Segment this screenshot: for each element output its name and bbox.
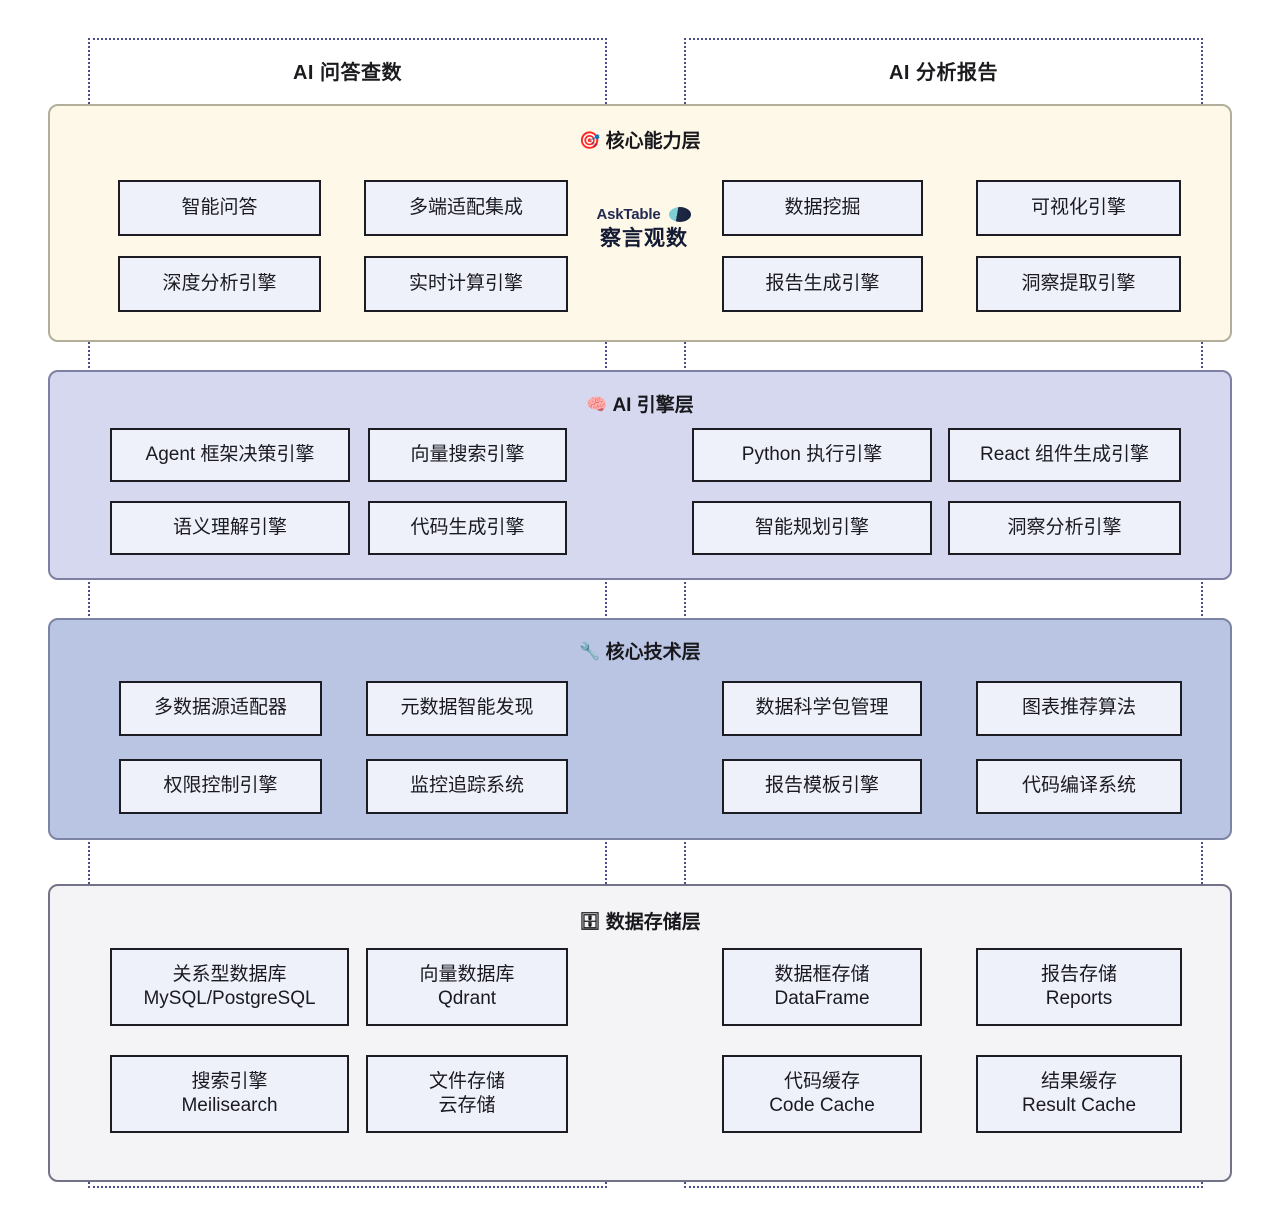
node-storage-left-4[interactable]: 文件存储 云存储 bbox=[366, 1055, 568, 1133]
node-capability-right-4[interactable]: 洞察提取引擎 bbox=[976, 256, 1181, 312]
node-engine-left-3[interactable]: 语义理解引擎 bbox=[110, 501, 350, 555]
node-storage-right-2[interactable]: 报告存储 Reports bbox=[976, 948, 1182, 1026]
node-technology-left-3[interactable]: 权限控制引擎 bbox=[119, 759, 322, 814]
node-technology-left-1[interactable]: 多数据源适配器 bbox=[119, 681, 322, 736]
wrench-icon: 🔧 bbox=[579, 642, 601, 661]
node-technology-right-3[interactable]: 报告模板引擎 bbox=[722, 759, 922, 814]
node-storage-right-3[interactable]: 代码缓存 Code Cache bbox=[722, 1055, 922, 1133]
node-storage-right-4[interactable]: 结果缓存 Result Cache bbox=[976, 1055, 1182, 1133]
file-cabinet-icon: 🗄 bbox=[579, 912, 601, 931]
node-engine-right-3[interactable]: 智能规划引擎 bbox=[692, 501, 932, 555]
node-storage-right-1[interactable]: 数据框存储 DataFrame bbox=[722, 948, 922, 1026]
node-technology-right-1[interactable]: 数据科学包管理 bbox=[722, 681, 922, 736]
node-capability-left-3[interactable]: 深度分析引擎 bbox=[118, 256, 321, 312]
node-capability-left-4[interactable]: 实时计算引擎 bbox=[364, 256, 568, 312]
layer-data-storage-title-text: 数据存储层 bbox=[605, 912, 701, 933]
lane-title-report: AI 分析报告 bbox=[888, 62, 999, 84]
node-technology-right-4[interactable]: 代码编译系统 bbox=[976, 759, 1182, 814]
node-storage-left-3[interactable]: 搜索引擎 Meilisearch bbox=[110, 1055, 349, 1133]
node-engine-left-2[interactable]: 向量搜索引擎 bbox=[368, 428, 567, 482]
layer-ai-engine-title-text: AI 引擎层 bbox=[612, 395, 694, 416]
layer-core-technology-title-text: 核心技术层 bbox=[605, 642, 701, 663]
node-storage-left-2[interactable]: 向量数据库 Qdrant bbox=[366, 948, 568, 1026]
node-technology-right-2[interactable]: 图表推荐算法 bbox=[976, 681, 1182, 736]
node-capability-left-2[interactable]: 多端适配集成 bbox=[364, 180, 568, 236]
layer-capability-title-text: 核心能力层 bbox=[605, 131, 701, 152]
layer-capability-title: 🎯核心能力层 bbox=[50, 126, 1230, 153]
node-engine-right-1[interactable]: Python 执行引擎 bbox=[692, 428, 932, 482]
node-capability-right-1[interactable]: 数据挖掘 bbox=[722, 180, 923, 236]
layer-ai-engine-title: 🧠AI 引擎层 bbox=[50, 390, 1230, 417]
node-engine-right-4[interactable]: 洞察分析引擎 bbox=[948, 501, 1181, 555]
node-storage-left-1[interactable]: 关系型数据库 MySQL/PostgreSQL bbox=[110, 948, 349, 1026]
node-capability-left-1[interactable]: 智能问答 bbox=[118, 180, 321, 236]
node-technology-left-4[interactable]: 监控追踪系统 bbox=[366, 759, 568, 814]
dart-target-icon: 🎯 bbox=[579, 131, 601, 150]
node-capability-right-3[interactable]: 报告生成引擎 bbox=[722, 256, 923, 312]
layer-data-storage: 🗄数据存储层 bbox=[48, 884, 1232, 1182]
lane-title-qa: AI 问答查数 bbox=[292, 62, 403, 84]
node-engine-left-1[interactable]: Agent 框架决策引擎 bbox=[110, 428, 350, 482]
node-engine-right-2[interactable]: React 组件生成引擎 bbox=[948, 428, 1181, 482]
node-technology-left-2[interactable]: 元数据智能发现 bbox=[366, 681, 568, 736]
node-engine-left-4[interactable]: 代码生成引擎 bbox=[368, 501, 567, 555]
layer-core-technology-title: 🔧核心技术层 bbox=[50, 637, 1230, 664]
node-capability-right-2[interactable]: 可视化引擎 bbox=[976, 180, 1181, 236]
brain-icon: 🧠 bbox=[586, 395, 608, 414]
layer-data-storage-title: 🗄数据存储层 bbox=[50, 907, 1230, 934]
